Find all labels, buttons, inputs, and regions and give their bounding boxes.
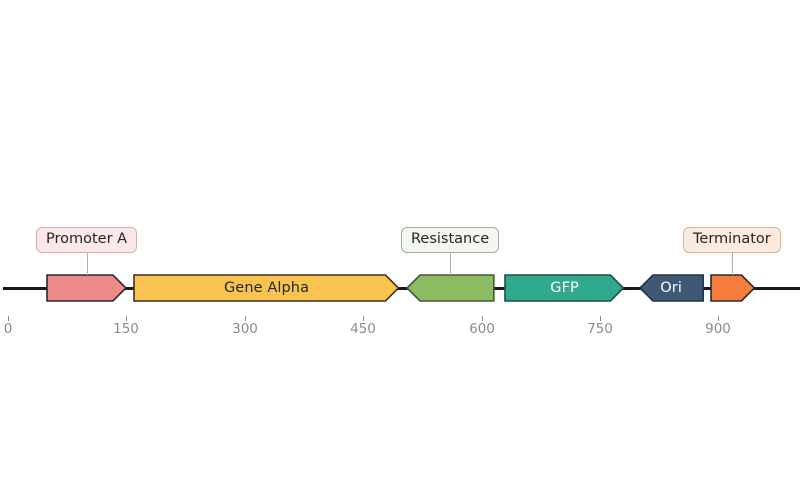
feature-shape-terminator [709, 274, 756, 302]
callout-leader-line [732, 253, 733, 275]
axis-tick-label: 0 [3, 321, 13, 337]
feature-label: GFP [550, 279, 579, 296]
backbone-line [3, 286, 800, 290]
feature-gfp[interactable]: GFP [504, 274, 625, 302]
feature-label: Gene Alpha [223, 279, 310, 296]
axis-tick [718, 316, 719, 321]
feature-shape-promoter-a [46, 274, 128, 302]
feature-label: Ori [660, 279, 682, 296]
feature-resistance[interactable] [405, 274, 495, 302]
axis-tick [600, 316, 601, 321]
axis-tick [245, 316, 246, 321]
callout-promoter-a[interactable]: Promoter A [36, 227, 138, 254]
feature-shape-gene-alpha [133, 274, 400, 302]
feature-shape-resistance [405, 274, 495, 302]
callout-resistance[interactable]: Resistance [401, 227, 500, 254]
axis-tick-label: 300 [232, 321, 258, 337]
axis-tick-label: 900 [705, 321, 731, 337]
feature-gene-alpha[interactable]: Gene Alpha [133, 274, 400, 302]
axis-tick-label: 600 [469, 321, 495, 337]
feature-promoter-a[interactable] [46, 274, 128, 302]
axis-tick [126, 316, 127, 321]
callout-leader-line [87, 253, 88, 275]
axis-tick [482, 316, 483, 321]
axis-tick-label: 750 [587, 321, 613, 337]
callout-leader-line [450, 253, 451, 275]
axis-tick-label: 150 [113, 321, 139, 337]
axis-tick [8, 316, 9, 321]
feature-shape-gfp [504, 274, 625, 302]
feature-terminator[interactable] [709, 274, 756, 302]
axis-tick [363, 316, 364, 321]
feature-ori[interactable]: Ori [638, 274, 704, 302]
feature-shape-ori [638, 274, 704, 302]
axis-tick-label: 450 [350, 321, 376, 337]
callout-terminator[interactable]: Terminator [683, 227, 781, 254]
